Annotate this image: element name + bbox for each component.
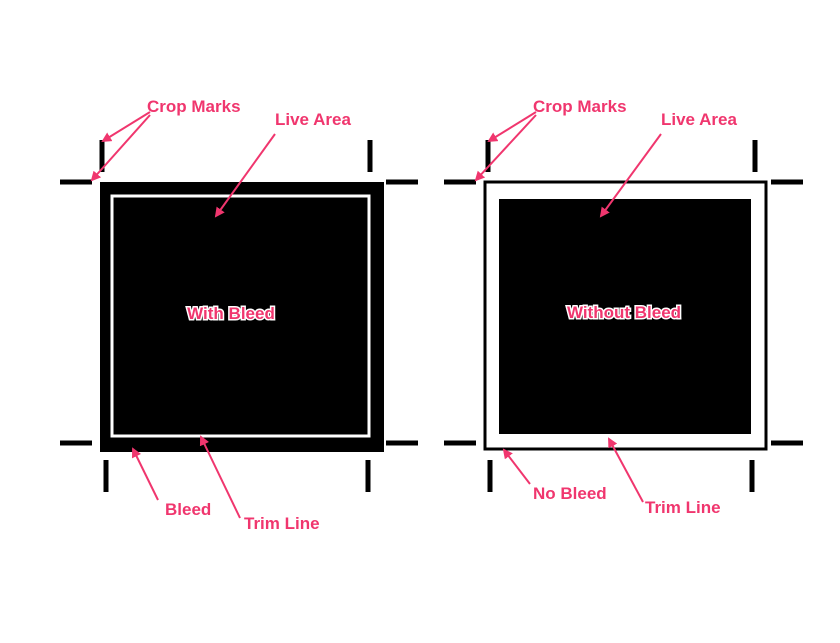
bleed-label: Bleed: [165, 500, 211, 519]
left-crop-marks: [60, 140, 418, 492]
no-bleed-label: No Bleed: [533, 484, 607, 503]
bleed-area: [100, 182, 384, 452]
right-crop-marks: [444, 140, 803, 492]
right-live-area-label: Live Area: [661, 110, 737, 129]
left-crop-marks-label: Crop Marks: [147, 97, 241, 116]
right-live-area-arrow: [599, 133, 662, 218]
without-bleed-label: Without Bleed: [567, 303, 681, 322]
without-bleed-panel: Without Bleed Crop Marks Live Area No Bl…: [444, 96, 803, 519]
left-live-area-arrow: [214, 133, 276, 218]
left-trim-line-label: Trim Line: [244, 514, 320, 533]
with-bleed-label: With Bleed: [187, 304, 275, 323]
right-trim-line-label: Trim Line: [645, 498, 721, 517]
left-crop-marks-arrow-2: [90, 114, 151, 182]
left-live-area-label: Live Area: [275, 110, 351, 129]
no-bleed-arrow: [502, 448, 531, 485]
live-area: [499, 199, 751, 434]
right-trim-line-arrow: [608, 437, 644, 503]
right-crop-marks-arrow-2: [474, 114, 537, 182]
with-bleed-panel: With Bleed Crop Marks Live Area Bleed Tr…: [60, 96, 418, 535]
right-crop-marks-arrow-1: [487, 111, 537, 143]
left-crop-marks-arrow-1: [101, 111, 151, 143]
trim-line: [110, 194, 371, 438]
right-crop-marks-label: Crop Marks: [533, 97, 627, 116]
bleed-arrow: [132, 447, 159, 501]
left-trim-line-arrow: [199, 435, 241, 519]
